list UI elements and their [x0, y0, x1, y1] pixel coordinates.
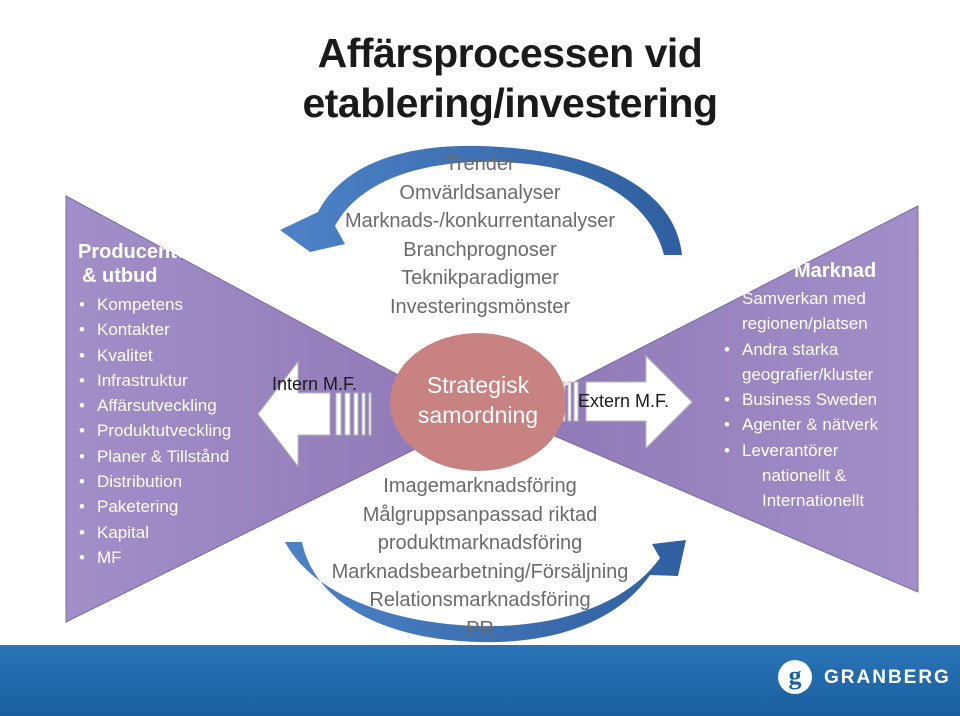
market-list-item: Andra starka: [724, 337, 924, 363]
top-curved-arrow: [280, 145, 682, 255]
producers-list-item: Kvalitet: [78, 343, 278, 369]
extern-label: Extern M.F.: [578, 391, 670, 411]
market-list-item: Samverkan med: [724, 286, 924, 312]
strategy-ellipse: [390, 333, 566, 471]
market-heading: Marknad: [794, 260, 877, 282]
title-line-2: etablering/investering: [302, 80, 718, 126]
producers-list-item: Distribution: [78, 469, 278, 495]
producers-heading: Producenter & utbud: [78, 240, 278, 288]
marketing-item: Imagemarknadsföring: [383, 475, 577, 497]
intern-arrow-stripe: [353, 392, 359, 436]
intern-arrow-stripe: [344, 392, 351, 436]
market-list-item: nationellt &: [762, 466, 847, 486]
producers-heading-line-1: Producenter: [78, 241, 196, 263]
market-list-item: Internationellt: [762, 491, 865, 511]
intern-arrow: [257, 360, 331, 468]
extern-arrow-stripe: [567, 381, 572, 422]
market-list-item: Agenter & nätverk: [724, 412, 924, 438]
intern-arrow-stripe: [335, 392, 342, 436]
title-line-1: Affärsprocessen vid: [317, 30, 703, 76]
marketing-item: produktmarknadsföring: [377, 532, 583, 555]
marketing-item: Marknadsbearbetning/Försäljning: [331, 560, 629, 583]
analysis-item: Omvärldsanalyser: [399, 181, 561, 204]
producers-heading-line-2: & utbud: [82, 265, 158, 287]
extern-arrow: [585, 354, 693, 450]
producers-list: KompetensKontakterKvalitetInfrastrukturA…: [78, 292, 278, 571]
marketing-item: Målgruppsanpassad riktad: [362, 503, 598, 526]
analysis-item: Teknikparadigmer: [401, 267, 559, 290]
brand: g GRANBERG: [778, 660, 951, 700]
marketing-item: Relationsmarknadsföring: [369, 589, 591, 612]
market-list-item: regionen/platsen: [742, 314, 868, 334]
producers-list-item: Kontakter: [78, 317, 278, 343]
producers-list-item: Kapital: [78, 520, 278, 546]
brand-name: GRANBERG: [824, 667, 951, 688]
extern-arrow-stripe: [573, 381, 579, 422]
ellipse-label: Strategisk samordning: [398, 370, 558, 430]
intern-label: Intern M.F.: [272, 374, 358, 394]
producers-list-item: MF: [78, 545, 278, 571]
market-list-item: geografier/kluster: [742, 364, 874, 384]
producers-list-item: Affärsutveckling: [78, 393, 278, 419]
analysis-item: Trender: [445, 153, 515, 175]
market-list-item: Business Sweden: [724, 387, 924, 413]
page-title: Affärsprocessen vid etablering/investeri…: [230, 28, 790, 128]
bottom-curved-arrow: [285, 540, 686, 643]
analysis-item: Branchprognoser: [403, 238, 557, 261]
intern-arrow-stripe: [361, 392, 366, 436]
producers-panel: Producenter & utbud KompetensKontakterKv…: [78, 240, 278, 571]
producers-list-item: Produktutveckling: [78, 418, 278, 444]
market-panel: Marknad Samverkan medregionen/platsenAnd…: [724, 258, 924, 514]
ellipse-label-line-1: Strategisk: [426, 372, 530, 398]
market-list-item: Leverantörer: [724, 438, 924, 464]
producers-list-item: Kompetens: [78, 292, 278, 318]
marketing-item: PR: [466, 617, 494, 640]
analysis-item: Investeringsmönster: [389, 295, 571, 318]
intern-arrow-stripe: [368, 392, 372, 436]
producers-list-item: Paketering: [78, 494, 278, 520]
ellipse-label-line-2: samordning: [417, 402, 539, 428]
producers-list-item: Planer & Tillstånd: [78, 444, 278, 470]
producers-list-item: Infrastruktur: [78, 368, 278, 394]
brand-logo-icon: g: [778, 660, 812, 694]
analysis-item: Marknads-/konkurrentanalyser: [344, 210, 616, 233]
